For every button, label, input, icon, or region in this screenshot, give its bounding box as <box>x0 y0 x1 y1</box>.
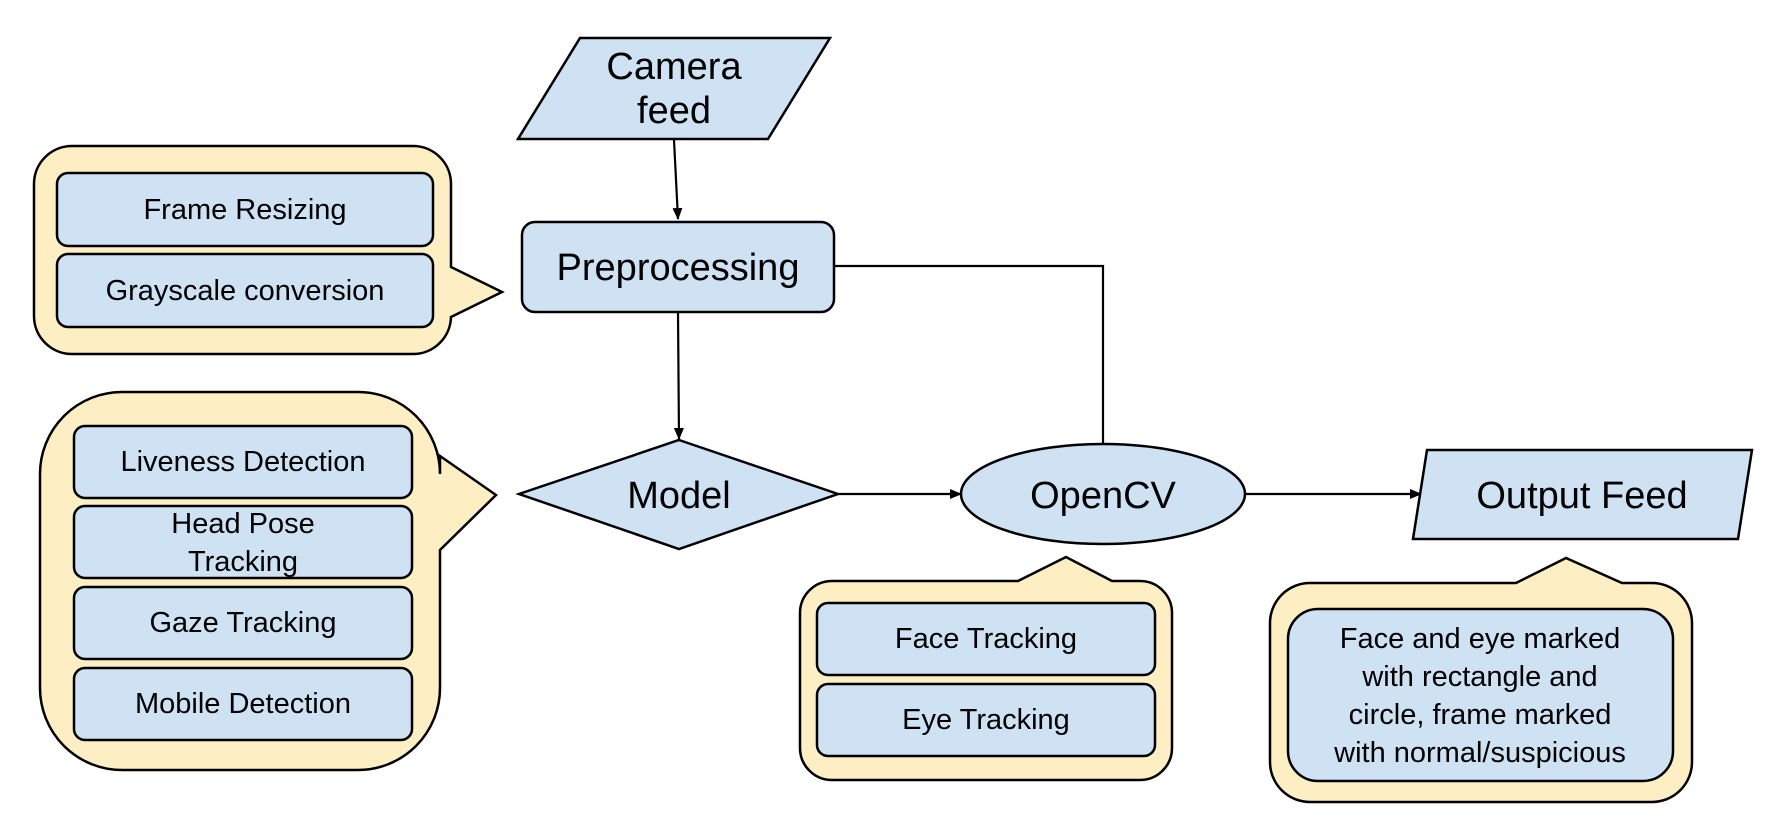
callout-item: Face Tracking <box>815 601 1157 677</box>
edge-preprocessing-to-opencv <box>835 264 1105 444</box>
frame-resizing-label: Frame Resizing <box>143 194 346 226</box>
grayscale-conversion-label: Grayscale conversion <box>106 275 385 307</box>
opencv-label: OpenCV <box>1030 475 1176 517</box>
output-feed-node: Output Feed <box>1411 448 1754 541</box>
output-desc-line1: Face and eye marked <box>1340 623 1620 655</box>
callout-item: Face and eye marked with rectangle and c… <box>1286 607 1675 783</box>
mobile-detection-label: Mobile Detection <box>135 688 351 720</box>
camera-feed-node: Camera feed <box>515 36 833 141</box>
output-desc-line2: with rectangle and <box>1361 661 1597 693</box>
callout-item: Mobile Detection <box>72 666 414 742</box>
callout-item: Eye Tracking <box>815 682 1157 758</box>
model-node: Model <box>515 438 842 551</box>
callout-item: Frame Resizing <box>55 171 435 248</box>
gaze-tracking-label: Gaze Tracking <box>150 607 337 639</box>
opencv-callout: Face Tracking Eye Tracking <box>798 555 1174 782</box>
opencv-node: OpenCV <box>959 442 1247 546</box>
head-pose-label-line1: Head Pose <box>171 508 315 540</box>
camera-feed-label-line1: Camera <box>606 46 742 88</box>
edge-preprocessing-to-model <box>673 311 684 440</box>
model-label: Model <box>627 475 731 517</box>
head-pose-label-line2: Tracking <box>188 546 298 578</box>
output-desc-line3: circle, frame marked <box>1349 699 1612 731</box>
callout-item: Liveness Detection <box>72 424 414 500</box>
callout-item: Head Pose Tracking <box>72 504 414 580</box>
liveness-detection-label: Liveness Detection <box>120 446 365 478</box>
eye-tracking-label: Eye Tracking <box>902 704 1070 736</box>
callout-item: Gaze Tracking <box>72 585 414 661</box>
preprocessing-label: Preprocessing <box>557 247 800 289</box>
output-feed-label: Output Feed <box>1476 475 1687 517</box>
output-desc-line4: with normal/suspicious <box>1333 737 1626 769</box>
preprocessing-callout: Frame Resizing Grayscale conversion <box>32 144 505 356</box>
edge-camera-to-preprocessing <box>672 139 683 220</box>
preprocessing-node: Preprocessing <box>520 220 836 314</box>
callout-item: Grayscale conversion <box>55 252 435 329</box>
model-callout: Liveness Detection Head Pose Tracking Ga… <box>38 390 498 772</box>
camera-feed-label-line2: feed <box>637 90 711 132</box>
output-callout: Face and eye marked with rectangle and c… <box>1268 556 1694 804</box>
face-tracking-label: Face Tracking <box>895 623 1077 655</box>
